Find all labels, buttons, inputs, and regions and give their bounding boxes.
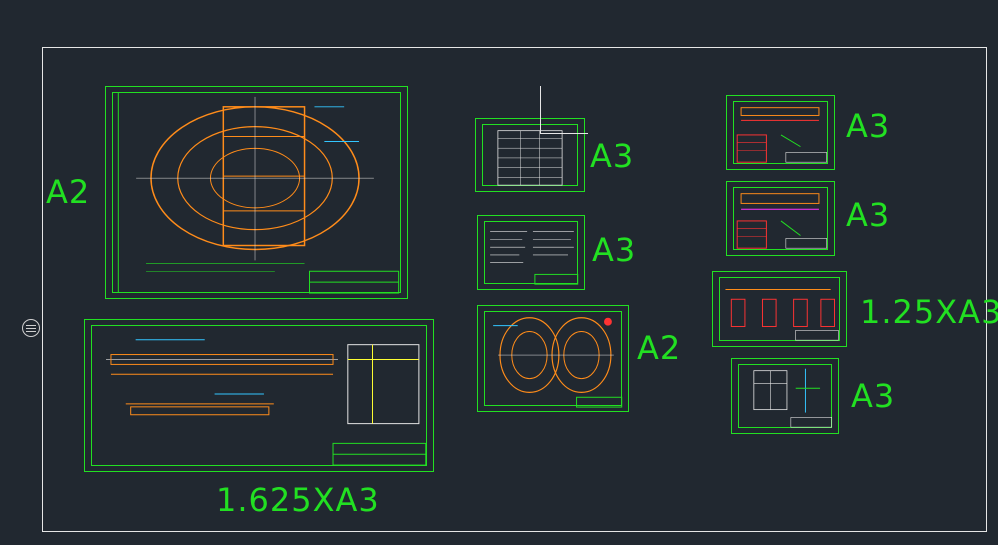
sheet-3[interactable] [475, 118, 585, 192]
sheet-9-drawing [753, 368, 833, 428]
sheet-border [719, 277, 840, 341]
sheet-4[interactable] [477, 215, 585, 290]
sheet-9[interactable] [731, 358, 839, 434]
sheet-1-drawing [117, 91, 400, 294]
sheet-5-drawing [493, 317, 623, 408]
size-label: A2 [637, 329, 682, 367]
crosshair-cursor-icon [540, 86, 541, 134]
size-label: A3 [851, 377, 896, 415]
sheet-6[interactable] [726, 95, 835, 170]
sheet-1[interactable] [105, 86, 408, 299]
sheet-7[interactable] [726, 181, 835, 256]
sheet-6-drawing [736, 107, 828, 163]
size-label: A3 [846, 196, 891, 234]
sheet-border [733, 101, 828, 164]
size-label: A3 [592, 231, 637, 269]
sheet-7-drawing [736, 193, 828, 249]
size-label: 1.625XA3 [216, 481, 380, 519]
sheet-border [484, 311, 622, 406]
sheet-8-drawing [725, 289, 839, 341]
sheet-border [112, 92, 401, 293]
sheet-2[interactable] [84, 319, 434, 472]
sheet-border [91, 325, 427, 466]
sheet-3-drawing [497, 130, 563, 186]
crosshair-cursor-icon [540, 133, 588, 134]
sheet-2-drawing [106, 339, 427, 466]
sheet-5[interactable] [477, 305, 629, 412]
navigation-wheel-icon[interactable] [22, 319, 40, 337]
size-label: A3 [846, 107, 891, 145]
size-label: 1.25XA3 [860, 293, 998, 331]
sheet-border [484, 221, 578, 284]
size-label: A2 [46, 173, 91, 211]
sheet-border [738, 364, 832, 428]
sheet-4-drawing [490, 231, 579, 285]
sheet-8[interactable] [712, 271, 847, 347]
size-label: A3 [590, 137, 635, 175]
model-space-frame [42, 47, 987, 532]
sheet-border [733, 187, 828, 250]
